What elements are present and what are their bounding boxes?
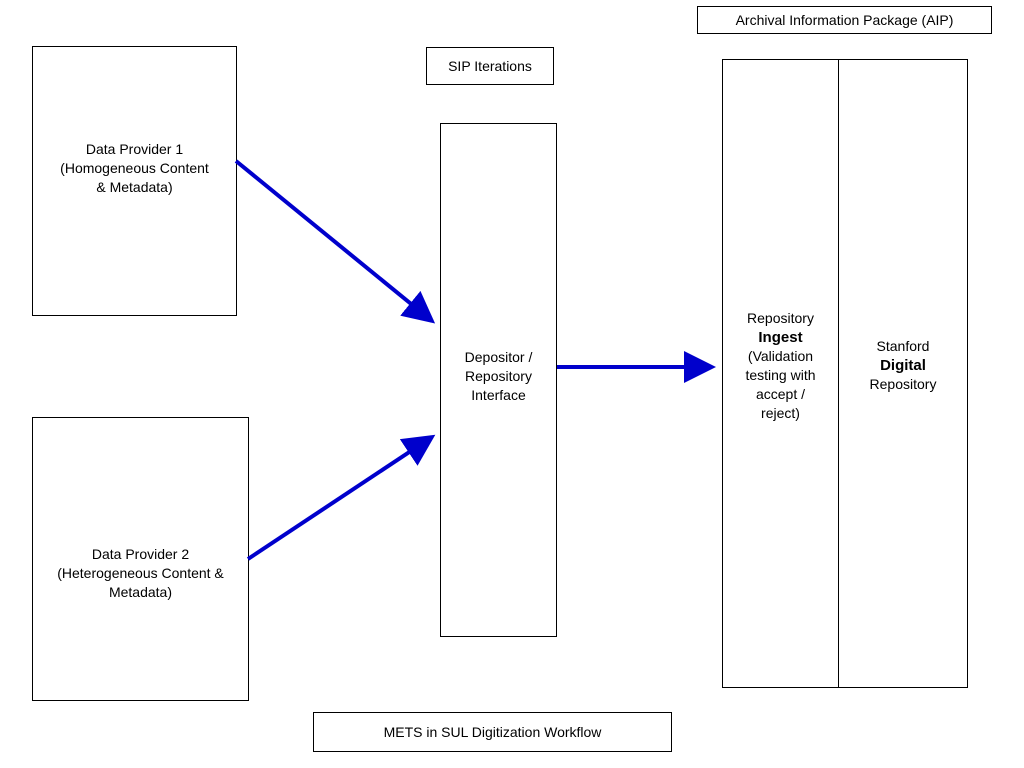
depositor-line-2: Repository [465,367,532,384]
data-provider-1-line-2: (Homogeneous Content [60,159,209,176]
repository-ingest-label: Repository Ingest (Validation testing wi… [745,309,815,423]
data-provider-2-line-2: (Heterogeneous Content & [57,564,224,581]
sip-iterations-text: SIP Iterations [448,57,532,74]
diagram-caption: METS in SUL Digitization Workflow [313,712,672,752]
sdr-line-1: Stanford [876,338,930,354]
data-provider-1-line-1: Data Provider 1 [85,140,184,157]
depositor-interface-label: Depositor / Repository Interface [465,348,533,405]
arrow-provider2-to-depositor [246,434,436,561]
ingest-line-2: Ingest [758,328,803,346]
repository-ingest-box: Repository Ingest (Validation testing wi… [722,59,839,688]
aip-label-text: Archival Information Package (AIP) [735,11,954,28]
sdr-line-2: Digital [880,357,926,374]
data-provider-2-label: Data Provider 2 (Heterogeneous Content &… [57,545,224,602]
data-provider-1-line-3: & Metadata) [96,178,173,195]
data-provider-2-line-1: Data Provider 2 [91,545,190,562]
ingest-line-6: reject) [761,404,800,421]
ingest-line-1: Repository [747,309,814,326]
arrow-provider1-to-depositor [234,159,436,324]
data-provider-2-box: Data Provider 2 (Heterogeneous Content &… [32,417,249,701]
ingest-line-4: testing with [745,366,816,383]
data-provider-2-line-3: Metadata) [108,583,173,600]
depositor-interface-box: Depositor / Repository Interface [440,123,557,637]
diagram-caption-text: METS in SUL Digitization Workflow [383,723,602,740]
ingest-line-3: (Validation [747,347,814,364]
stanford-digital-repository-box: Stanford Digital Repository [838,59,968,688]
data-provider-1-box: Data Provider 1 (Homogeneous Content & M… [32,46,237,316]
stanford-digital-repository-label: Stanford Digital Repository [870,337,937,394]
depositor-line-3: Interface [471,386,526,403]
sdr-line-3: Repository [869,376,937,392]
data-provider-1-label: Data Provider 1 (Homogeneous Content & M… [60,140,209,197]
depositor-line-1: Depositor / [464,348,533,365]
sip-iterations-label: SIP Iterations [426,47,554,85]
ingest-line-5: accept / [755,385,805,402]
aip-label: Archival Information Package (AIP) [697,6,992,34]
